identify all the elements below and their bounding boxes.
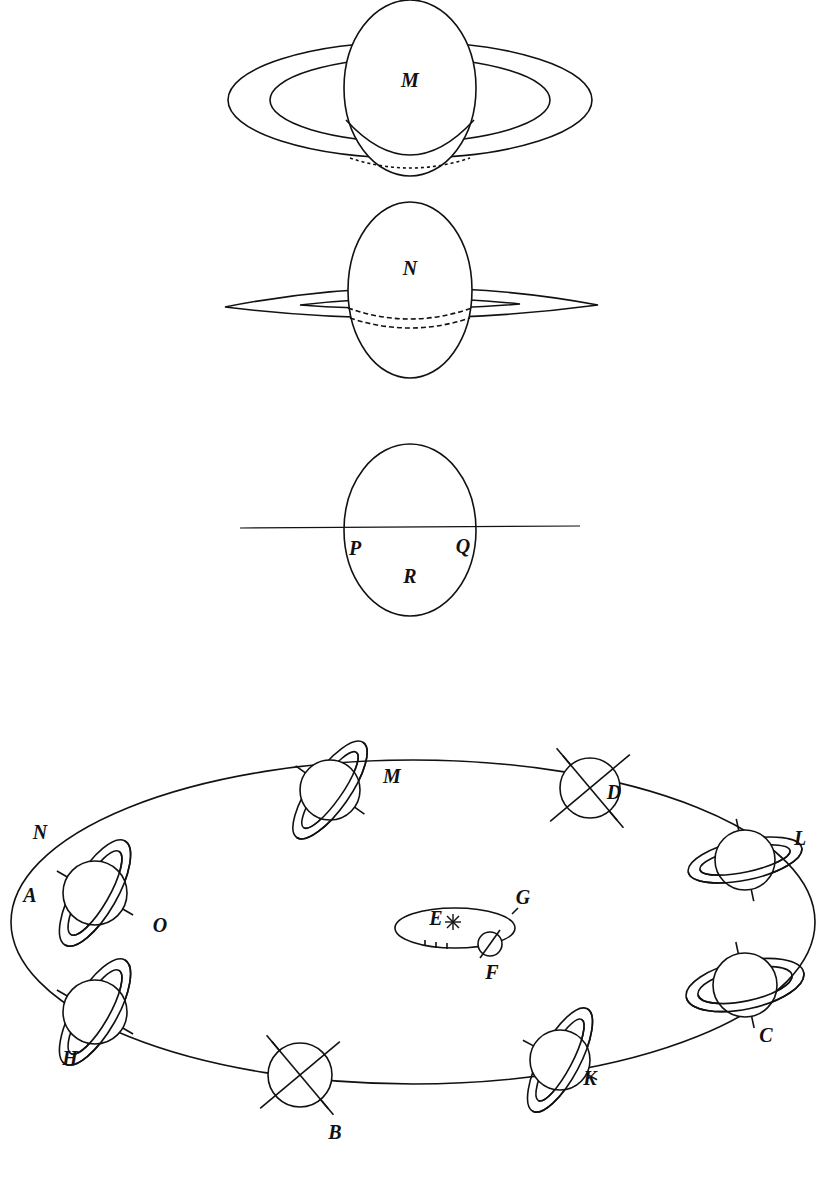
axis-tick xyxy=(563,756,571,765)
planets xyxy=(46,715,809,1149)
figure-letter: B xyxy=(328,1122,341,1142)
axis-tick xyxy=(751,889,753,901)
axis-tick xyxy=(355,807,365,814)
saturn-position xyxy=(684,819,806,901)
tick xyxy=(435,942,437,948)
outer-ring xyxy=(46,830,144,956)
figure-letter: D xyxy=(607,782,621,802)
planet-globe xyxy=(300,760,360,820)
tick xyxy=(424,940,426,946)
ring-front xyxy=(517,715,664,862)
saturn-position xyxy=(227,1002,374,1149)
planet-globe xyxy=(344,444,476,616)
figure-letter: M xyxy=(383,766,401,786)
figure-letter: N xyxy=(403,258,417,278)
ring xyxy=(515,999,605,1120)
figure-letter: M xyxy=(401,70,419,90)
figure-letter: R xyxy=(403,566,416,586)
ring-front-arc xyxy=(297,742,380,848)
axis-tick xyxy=(272,1041,280,1050)
outer-ring xyxy=(46,949,144,1075)
ring-front-arc xyxy=(686,973,808,1021)
axis-tick xyxy=(296,766,306,773)
axis-tick xyxy=(123,1028,133,1034)
ring-front xyxy=(686,973,808,1021)
outer-ring xyxy=(681,949,808,1021)
axis-tick xyxy=(57,871,67,877)
ring xyxy=(681,949,808,1021)
figure-letter: F xyxy=(485,962,498,982)
saturn-position xyxy=(517,715,664,862)
ring-shadow xyxy=(350,158,470,168)
axis-line xyxy=(557,748,624,828)
figure-letter: N xyxy=(33,822,47,842)
planet-globe xyxy=(344,0,476,176)
ring-front-arc xyxy=(538,1019,592,1106)
ring-front-arc xyxy=(698,975,795,1011)
saturn-orbit xyxy=(11,760,815,1084)
figure-letter: E xyxy=(429,908,442,928)
outer-ring xyxy=(684,828,806,891)
ring-front xyxy=(350,318,470,328)
figure-letter: O xyxy=(153,915,167,935)
figure-letter: G xyxy=(516,887,530,907)
figure-letter: L xyxy=(794,828,806,848)
figure-letter: K xyxy=(583,1068,596,1088)
axis-tick xyxy=(57,990,67,996)
ring-front-arc xyxy=(304,752,367,834)
figure-letter: A xyxy=(23,885,36,905)
tick xyxy=(446,943,448,949)
ring xyxy=(46,949,144,1075)
planet-globe xyxy=(63,861,127,925)
ring-front xyxy=(65,841,144,956)
ring-front-arc xyxy=(65,841,144,956)
saturn-position xyxy=(46,830,144,956)
ring-front-arc xyxy=(71,970,131,1060)
tick xyxy=(512,908,518,914)
saturn-narrow-rings xyxy=(225,202,598,378)
figure-letter: C xyxy=(759,1025,772,1045)
earth-orbit xyxy=(395,908,518,958)
saturn-position xyxy=(515,999,605,1120)
figure-letter: H xyxy=(62,1048,78,1068)
saturn-position xyxy=(681,942,808,1028)
ring xyxy=(684,828,806,891)
axis-tick xyxy=(523,1040,534,1046)
ring-front xyxy=(688,848,806,892)
axis-tick xyxy=(736,942,738,954)
axis-tick xyxy=(752,1016,754,1028)
ring-front xyxy=(297,742,380,848)
axis-tick xyxy=(321,1100,329,1109)
ring-line xyxy=(240,526,580,528)
sun-symbol xyxy=(445,914,461,930)
ring xyxy=(46,830,144,956)
ring-front-arc xyxy=(700,850,792,881)
ring-front-arc xyxy=(688,848,806,892)
earth-axis xyxy=(480,930,500,958)
figure-letter: P xyxy=(349,538,361,558)
axis-tick xyxy=(736,819,738,831)
planet-globe xyxy=(63,980,127,1044)
planet-globe xyxy=(713,953,777,1017)
saturn-position xyxy=(280,731,379,849)
ring xyxy=(280,731,379,849)
saturn-position xyxy=(46,949,144,1075)
axis-line xyxy=(267,1035,334,1115)
ring-front-arc xyxy=(533,1009,605,1121)
outer-ring xyxy=(280,731,379,849)
ring-front xyxy=(346,120,474,155)
ring-front xyxy=(533,1009,605,1121)
outer-ring xyxy=(515,999,605,1120)
planet-globe xyxy=(348,202,472,378)
ring-front xyxy=(227,1002,374,1149)
figure-letter: Q xyxy=(456,536,470,556)
saturn-open-rings xyxy=(228,0,592,176)
ring-front xyxy=(348,308,472,319)
saturn-edge-on xyxy=(240,444,580,616)
ring-front-arc xyxy=(71,851,131,941)
axis-tick xyxy=(123,909,133,915)
axis-tick xyxy=(609,811,617,820)
